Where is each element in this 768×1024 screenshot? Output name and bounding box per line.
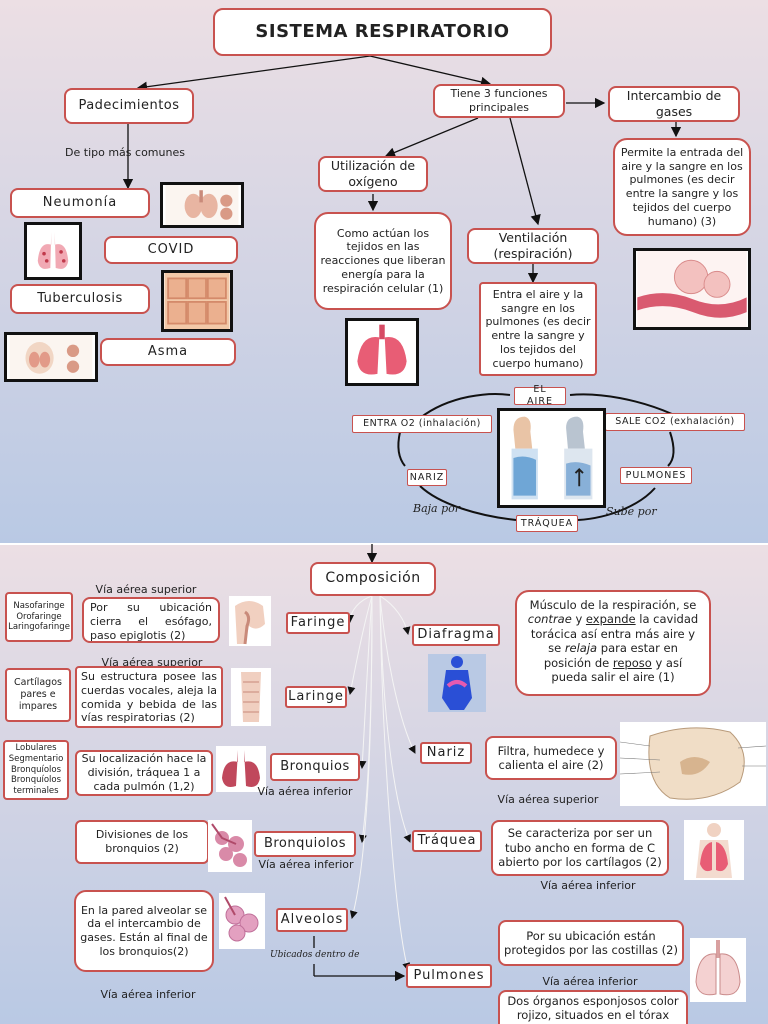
traquea-label: TRÁQUEA [516,515,578,532]
diafragma-desc-2: y [571,612,586,627]
faringe-node: Faringe [286,612,350,634]
entra-o2-label: ENTRA O2 (inhalación) [352,415,492,433]
diafragma-expande: expande [585,612,636,627]
alveoli-image [633,248,751,330]
el-aire-label: EL AIRE [514,384,566,407]
sale-co2-label: SALE CO2 (exhalación) [605,413,745,431]
laringe-via: Vía aérea superior [101,656,203,669]
neumonia-image [160,182,244,228]
pulmones-desc: Por su ubicación están protegidos por la… [498,920,684,966]
faringe-via: Vía aérea superior [95,583,197,596]
tuberculosis-node: Tuberculosis [10,284,150,314]
diafragma-reposo: reposo [612,655,652,670]
faringe-image [229,596,271,646]
diafragma-desc: Músculo de la respiración, se contrae y … [515,590,711,696]
pulmones-node: Pulmones [406,964,492,988]
pulmones-image [690,938,746,1002]
baja-por-label: Baja por [413,502,461,515]
intercambio-node: Intercambio de gases [608,86,740,122]
nariz-label: NARIZ [407,469,447,486]
laringe-node: Laringe [285,686,347,708]
de-tipo-label: De tipo más comunes [65,146,185,159]
utilizacion-node: Utilización de oxígeno [318,156,428,192]
bronquiolos-via: Vía aérea inferior [258,858,354,871]
utilizacion-desc: Como actúan los tejidos en las reaccione… [314,212,452,310]
bronquiolos-image [208,820,252,872]
bronquios-via: Vía aérea inferior [257,785,353,798]
tuberculosis-image [4,332,98,382]
neumonia-node: Neumonía [10,188,150,218]
bronquios-image [216,746,266,792]
ubicados-label: Ubicados dentro de [270,950,360,960]
traquea-via: Vía aérea inferior [540,879,636,892]
faringe-types: Nasofaringe Orofaringe Laringofaringe [5,592,73,642]
ventilacion-node: Ventilación (respiración) [467,228,599,264]
bronquiolos-node: Bronquiolos [254,831,356,857]
diafragma-contrae: contrae [527,612,572,627]
diafragma-relaja: relaja [564,641,598,656]
covid-node: COVID [104,236,238,264]
alveolos-desc: En la pared alveolar se da el intercambi… [74,890,214,972]
bronquios-desc: Su localización hace la división, tráque… [75,750,213,796]
panel-separator [0,543,768,545]
traquea-node: Tráquea [412,830,482,852]
alveolos-image [219,893,265,949]
laringe-image [231,668,271,726]
breathing-image [497,408,606,508]
sube-por-label: Sube por [606,505,657,518]
pulmones-via: Vía aérea inferior [542,975,638,988]
asma-node: Asma [100,338,236,366]
laringe-types: Cartílagos pares e impares [5,668,71,722]
nariz-via: Vía aérea superior [497,793,599,806]
neumonia-lungs-image [24,222,82,280]
laringe-desc: Su estructura posee las cuerdas vocales,… [75,666,223,728]
diafragma-desc-5: y así pueda salir el aire (1) [551,655,683,684]
pulmones-desc2: Dos órganos esponjosos color rojizo, sit… [498,990,688,1024]
lungs-image [345,318,419,386]
composicion-node: Composición [310,562,436,596]
bronquios-types: Lobulares Segmentario Bronquíolos Bronqu… [3,740,69,800]
bronquiolos-desc: Divisiones de los bronquios (2) [75,820,209,864]
traquea-desc: Se caracteriza por ser un tubo ancho en … [491,820,669,876]
padecimientos-node: Padecimientos [64,88,194,124]
funciones-node: Tiene 3 funciones principales [433,84,565,118]
traquea-image [684,820,744,880]
ventilacion-desc: Entra el aire y la sangre en los pulmone… [479,282,597,376]
diafragma-desc-1: Músculo de la respiración, se [529,598,697,612]
nariz-node: Nariz [420,742,472,764]
alveolos-via: Vía aérea inferior [100,988,196,1001]
nariz-image [620,722,766,806]
diafragma-desc-4: para estar en posición de [543,641,678,670]
page-title: SISTEMA RESPIRATORIO [213,8,552,56]
intercambio-desc: Permite la entrada del aire y la sangre … [613,138,751,236]
covid-image [161,270,233,332]
diafragma-desc-3: la cavidad torácica así entra más aire y… [530,612,699,656]
bronquios-node: Bronquios [270,753,360,781]
pulmones-label: PULMONES [620,467,692,484]
diafragma-node: Diafragma [412,624,500,646]
faringe-desc: Por su ubicación cierra el esófago, paso… [82,597,220,643]
nariz-desc: Filtra, humedece y calienta el aire (2) [485,736,617,780]
diafragma-image [428,654,486,712]
alveolos-node: Alveolos [276,908,348,932]
